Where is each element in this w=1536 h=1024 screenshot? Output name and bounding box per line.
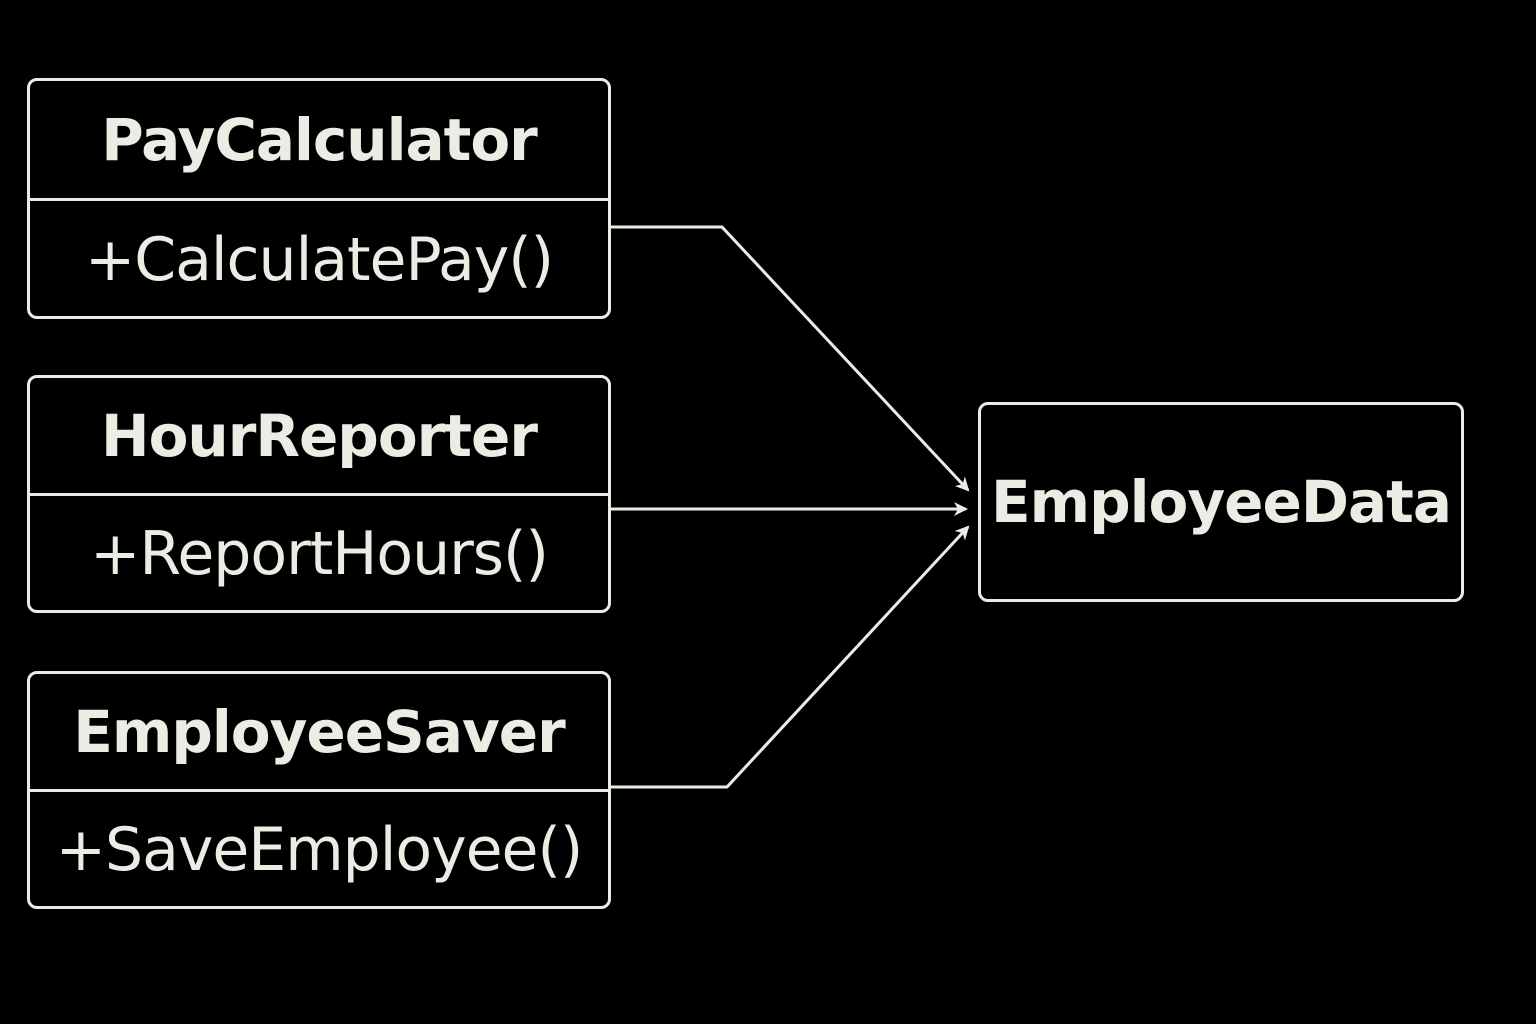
class-box-employeedata: EmployeeData — [978, 402, 1464, 602]
class-box-employeesaver: EmployeeSaver +SaveEmployee() — [27, 671, 611, 909]
class-name: HourReporter — [101, 402, 538, 470]
class-divider — [30, 789, 608, 792]
edge-paycalculator-to-employeedata — [611, 225, 970, 492]
class-divider — [30, 198, 608, 201]
edge-employeesaver-to-employeedata — [611, 525, 970, 789]
class-method: +SaveEmployee() — [55, 815, 584, 885]
class-box-paycalculator: PayCalculator +CalculatePay() — [27, 78, 611, 319]
class-name: PayCalculator — [101, 106, 538, 174]
class-name: EmployeeSaver — [73, 698, 565, 766]
class-method: +ReportHours() — [90, 519, 549, 589]
class-name: EmployeeData — [991, 468, 1452, 536]
class-box-hourreporter: HourReporter +ReportHours() — [27, 375, 611, 613]
class-method: +CalculatePay() — [84, 225, 554, 295]
class-divider — [30, 493, 608, 496]
